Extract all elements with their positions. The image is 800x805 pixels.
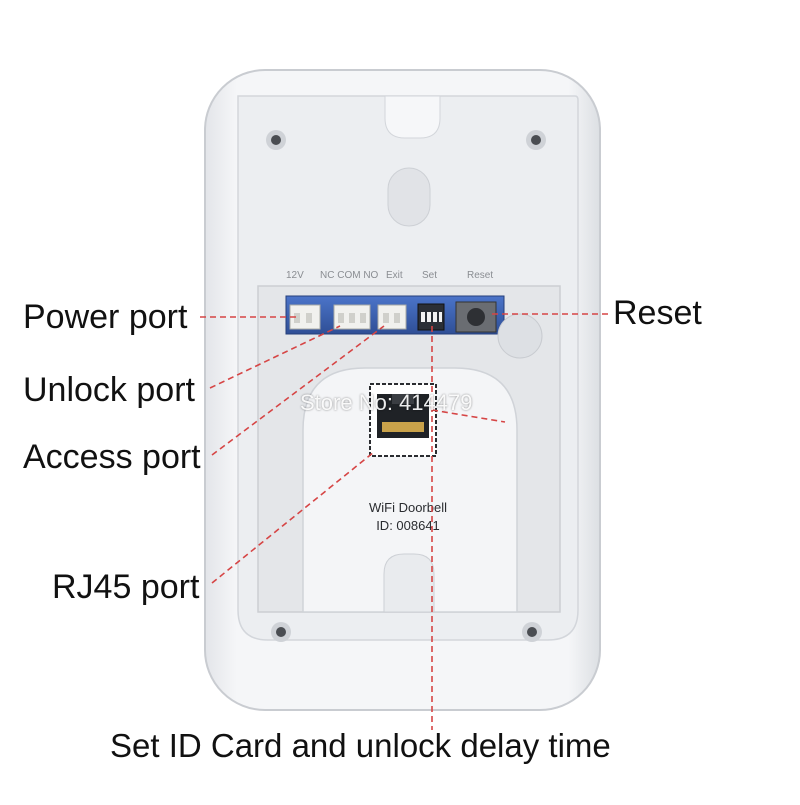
silk-power: 12V [286,270,304,281]
leader-unlock [209,325,341,389]
unlock-connector [333,304,371,330]
leader-lines [200,313,610,730]
cover-plate [302,367,518,613]
silk-reset: Reset [467,270,493,281]
screw-hole-icon [526,130,546,150]
rj45-jack [369,383,437,457]
access-connector [377,304,407,330]
bottom-slot [383,553,435,613]
leader-rj45 [211,451,375,584]
leader-store [431,409,506,423]
callout-reset: Reset [613,294,702,332]
device-title: WiFi Doorbell [369,500,447,515]
top-notch [384,95,441,139]
silk-exit: Exit [386,270,403,281]
callout-unlock-port: Unlock port [23,371,195,409]
reset-button-icon [455,301,497,333]
device-id: ID: 008641 [376,518,440,533]
silk-set: Set [422,270,437,281]
callout-rj45-port: RJ45 port [52,568,200,606]
mounting-slot [387,167,431,227]
callout-access-port: Access port [23,438,201,476]
store-watermark: Store No: 414479 [300,390,473,415]
leader-access [211,325,385,456]
screw-hole-icon [522,622,542,642]
silk-relay: NC COM NO [320,270,379,281]
screw-hole-icon [271,622,291,642]
screw-hole-icon [266,130,286,150]
speaker-hole [497,313,543,359]
callout-set-caption: Set ID Card and unlock delay time [110,727,611,764]
callout-power-port: Power port [23,298,188,336]
dip-switch [417,303,445,331]
